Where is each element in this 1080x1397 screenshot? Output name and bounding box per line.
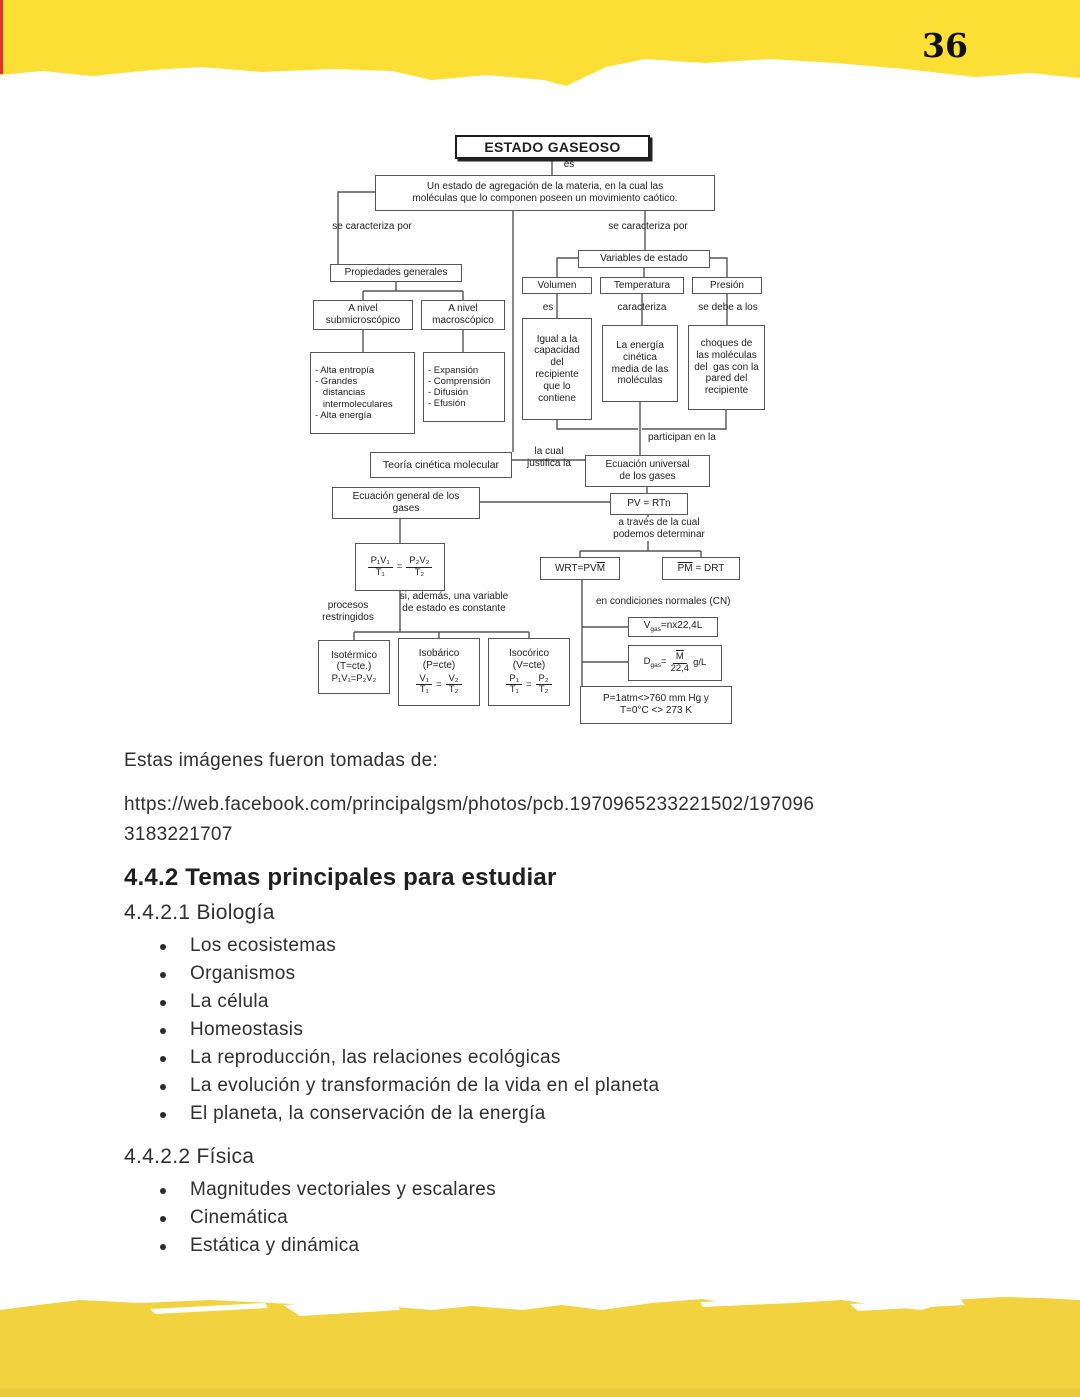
node-variables-de-estado: Variables de estado xyxy=(578,250,710,268)
node-igual-capacidad: Igual a la capacidad del recipiente que … xyxy=(522,318,592,420)
list-item: La reproducción, las relaciones ecológic… xyxy=(124,1044,659,1072)
list-item: El planeta, la conservación de la energí… xyxy=(124,1100,659,1128)
process-condition: (T=cte.) xyxy=(336,661,372,673)
formula-overline-m: M xyxy=(596,562,606,574)
page-edge-red-mark xyxy=(0,0,3,74)
formula-sub-gas: gas xyxy=(650,626,661,634)
node-condiciones-estandar: P=1atm<>760 mm Hg y T=0°C <> 273 K xyxy=(580,686,732,724)
node-isotermico: Isotérmico (T=cte.) P₁V₁=P₂V₂ xyxy=(318,640,390,694)
node-energia-cinetica: La energía cinética media de las molécul… xyxy=(602,325,678,402)
formula-den: T₂ xyxy=(538,684,549,696)
section-heading-442: 4.4.2 Temas principales para estudiar xyxy=(124,864,557,891)
node-pm-drt: PM = DRT xyxy=(662,557,740,580)
formula-overline-pm: PM xyxy=(677,562,693,574)
node-ecuacion-general: Ecuación general de los gases xyxy=(332,487,480,519)
node-definicion: Un estado de agregación de la materia, e… xyxy=(375,175,715,211)
node-teoria-cinetica: Teoría cinética molecular xyxy=(370,452,512,478)
formula-unit: g/L xyxy=(693,657,707,669)
list-item: Organismos xyxy=(124,960,659,988)
formula-den: T₁ xyxy=(419,684,429,696)
bottom-yellow-banner xyxy=(0,1297,1080,1397)
node-temperatura: Temperatura xyxy=(600,277,684,294)
estado-gaseoso-concept-map: ESTADO GASEOSO es Un estado de agregació… xyxy=(300,130,778,738)
formula-den: T₁ xyxy=(509,684,519,696)
edge-label-es: es xyxy=(563,159,575,170)
formula-den: 22,4 xyxy=(670,662,690,674)
list-item: Los ecosistemas xyxy=(124,932,659,960)
edge-label-se-caracteriza-izq: se caracteriza por xyxy=(332,221,412,232)
node-pv-rtn: PV = RTn xyxy=(610,493,688,515)
source-url: https://web.facebook.com/principalgsm/ph… xyxy=(124,794,815,845)
formula-text: D xyxy=(643,656,651,668)
process-name: Isobárico xyxy=(418,648,460,660)
formula-den: T₁ xyxy=(375,566,385,578)
formula-num: P₂ xyxy=(535,673,552,686)
list-item: Magnitudes vectoriales y escalares xyxy=(124,1176,496,1204)
node-volumen: Volumen xyxy=(522,277,592,294)
equals-sign: = xyxy=(435,679,442,691)
edge-label-la-cual-justifica: la cual justifica la xyxy=(527,446,571,469)
equals-sign: = xyxy=(661,656,667,668)
top-yellow-banner xyxy=(0,0,1080,86)
list-item: La célula xyxy=(124,988,659,1016)
node-ecuacion-universal: Ecuación universal de los gases xyxy=(585,455,710,487)
process-condition: (P=cte) xyxy=(422,660,456,672)
node-nivel-submicroscopico: A nivel submicroscópico xyxy=(313,300,413,330)
node-propiedades-submicroscopicas: - Alta entropía - Grandes distancias int… xyxy=(310,352,415,434)
formula-num: P₁V₁ xyxy=(367,555,393,568)
edge-label-participan: participan en la xyxy=(648,432,716,443)
formula-text: WRT=PV xyxy=(554,562,597,574)
fisica-topic-list: Magnitudes vectoriales y escalares Cinem… xyxy=(124,1176,496,1260)
node-propiedades-macroscopicas: - Expansión - Comprensión - Difusión - E… xyxy=(423,352,505,422)
node-nivel-macroscopico: A nivel macroscópico xyxy=(421,300,505,330)
process-name: Isotérmico xyxy=(330,649,378,661)
formula-num: P₁ xyxy=(506,673,522,686)
subsection-heading-biologia: 4.4.2.1 Biología xyxy=(124,901,275,924)
formula-den: T₂ xyxy=(414,566,425,578)
formula-num: M xyxy=(672,651,687,664)
page-number: 36 xyxy=(922,26,968,65)
concept-map-connectors xyxy=(337,157,728,686)
formula-text: V xyxy=(643,620,651,632)
list-item: Homeostasis xyxy=(124,1016,659,1044)
edge-label-es-volumen: es xyxy=(542,302,554,313)
edge-label-si-ademas: si, además, una variable de estado es co… xyxy=(399,591,509,614)
source-caption: Estas imágenes fueron tomadas de: xyxy=(124,750,439,771)
edge-label-condiciones-normales: en condiciones normales (CN) xyxy=(596,596,731,607)
edge-label-se-debe-a-los: se debe a los xyxy=(698,302,758,313)
biologia-topic-list: Los ecosistemas Organismos La célula Hom… xyxy=(124,932,659,1128)
list-item: Estática y dinámica xyxy=(124,1232,496,1260)
formula-num: P₂V₂ xyxy=(406,555,433,568)
edge-label-caracteriza: caracteriza xyxy=(617,302,667,313)
node-presion: Presión xyxy=(692,277,762,294)
process-condition: (V=cte) xyxy=(512,660,546,672)
equals-sign: = xyxy=(396,561,403,573)
subsection-heading-fisica: 4.4.2.2 Física xyxy=(124,1145,255,1168)
formula-num: V₂ xyxy=(445,673,462,686)
process-name: Isocórico xyxy=(508,648,549,660)
process-formula: P₁V₁=P₂V₂ xyxy=(331,673,377,685)
formula-den: T₂ xyxy=(448,684,459,696)
formula-text: =nx22,4L xyxy=(660,620,703,632)
node-volumen-molar: Vgas=nx22,4L xyxy=(628,617,718,637)
node-choques-moleculas: choques de las moléculas del gas con la … xyxy=(688,325,765,410)
equals-sign: = xyxy=(525,679,532,691)
edge-label-procesos-restringidos: procesos restringidos xyxy=(322,600,374,623)
edge-label-a-traves: a través de la cual podemos determinar xyxy=(596,517,722,541)
list-item: La evolución y transformación de la vida… xyxy=(124,1072,659,1100)
formula-text: = DRT xyxy=(695,562,725,574)
edge-label-se-caracteriza-der: se caracteriza por xyxy=(608,221,688,232)
node-propiedades-generales: Propiedades generales xyxy=(330,264,462,282)
list-item: Cinemática xyxy=(124,1204,496,1232)
node-wrt-pvm: WRT=PVM xyxy=(540,557,620,580)
formula-num: V₁ xyxy=(416,673,432,686)
node-estado-gaseoso: ESTADO GASEOSO xyxy=(455,135,650,159)
formula-sub-gas: gas xyxy=(650,662,662,670)
